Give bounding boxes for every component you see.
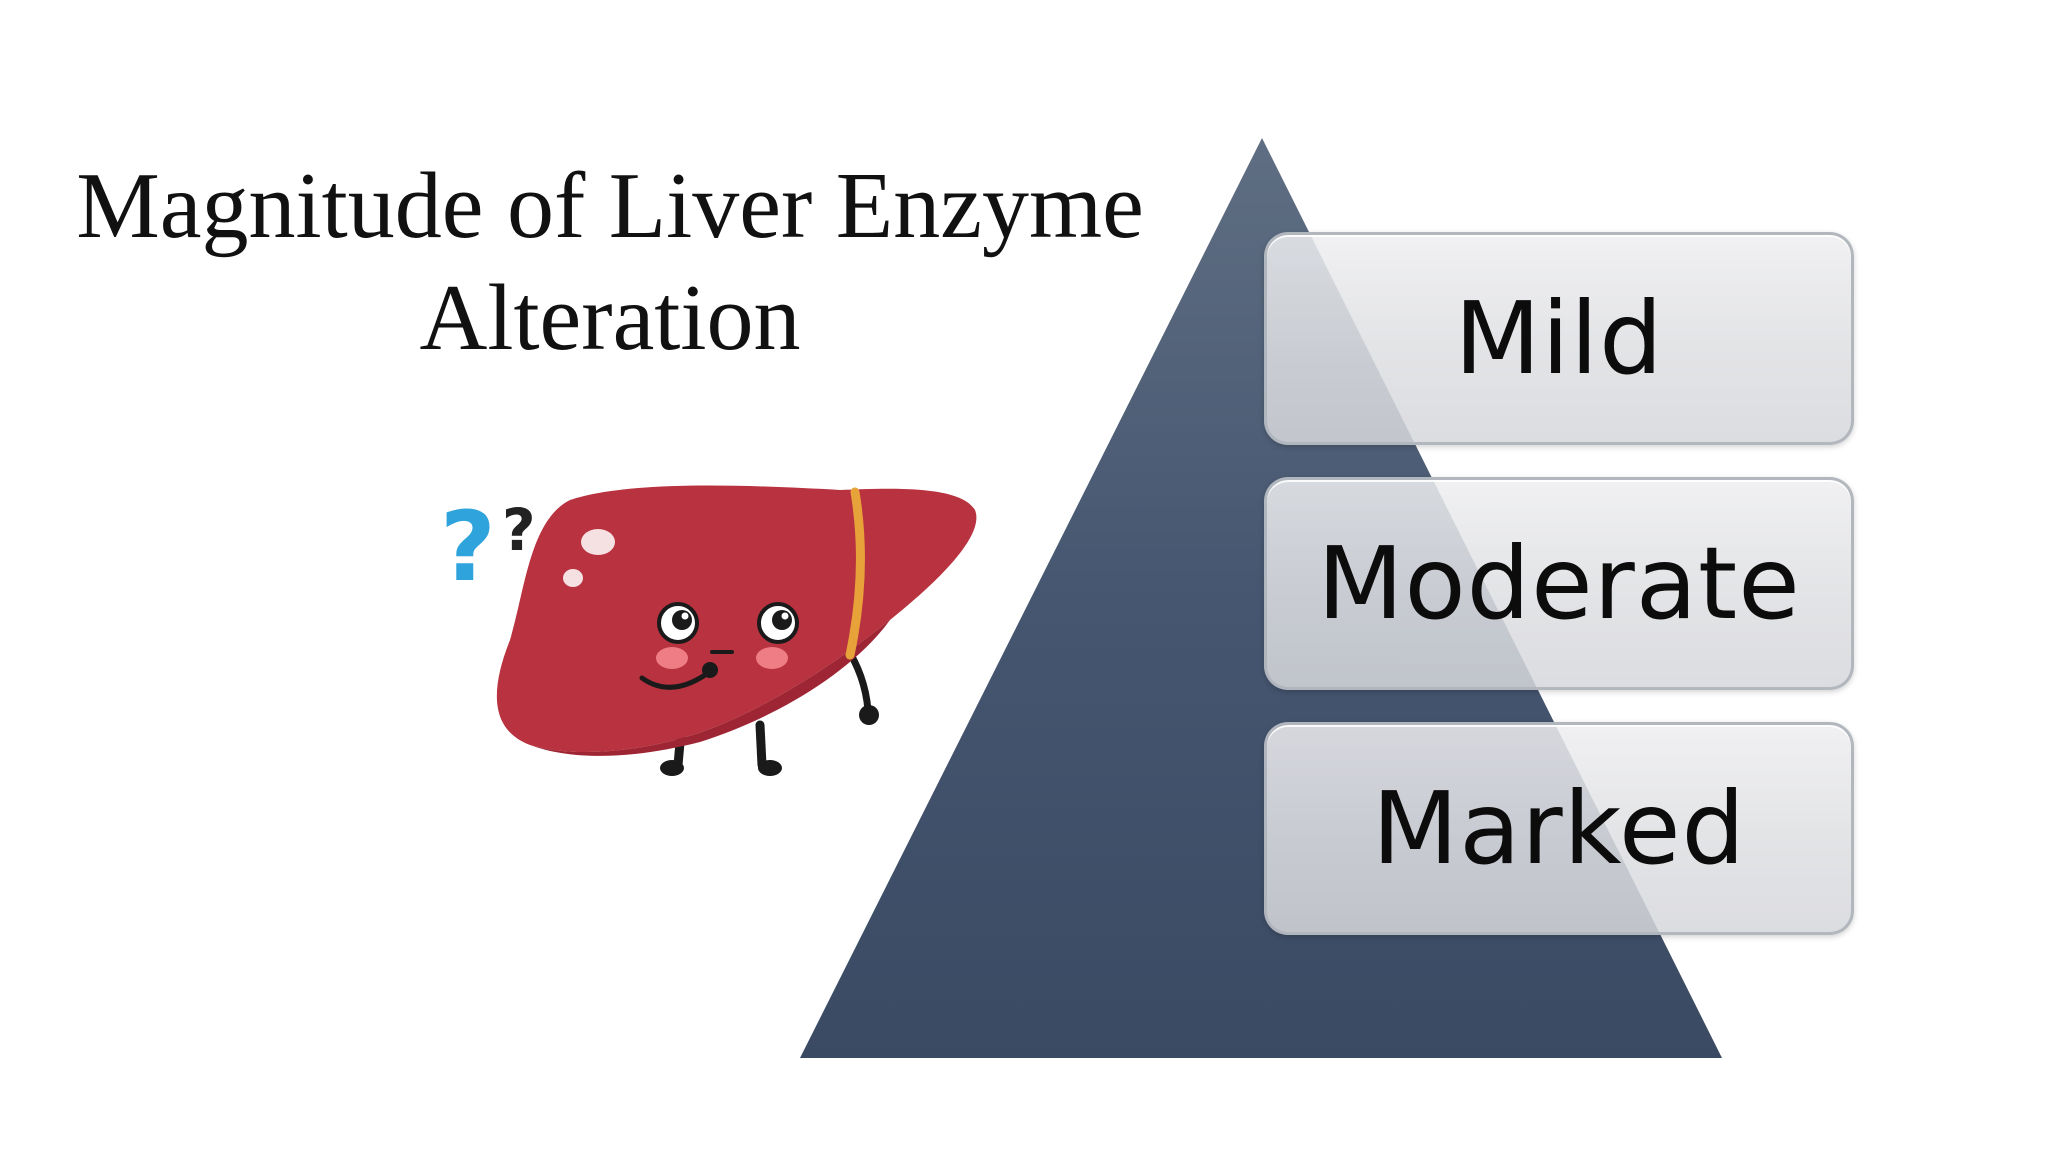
level-label-marked: Marked (1371, 770, 1747, 887)
title-line-2: Alteration (419, 266, 801, 370)
title-line-1: Magnitude of Liver Enzyme (76, 154, 1144, 258)
question-mark-blue-icon: ? (440, 491, 496, 603)
liver-mascot-icon: ? ? (440, 485, 977, 776)
level-box-mild: Mild (1264, 232, 1854, 445)
slide-title: Magnitude of Liver Enzyme Alteration (40, 150, 1180, 374)
level-box-moderate: Moderate (1264, 477, 1854, 690)
level-label-moderate: Moderate (1317, 525, 1801, 642)
question-mark-dark-icon: ? (502, 496, 536, 564)
level-label-mild: Mild (1454, 280, 1664, 397)
level-box-marked: Marked (1264, 722, 1854, 935)
